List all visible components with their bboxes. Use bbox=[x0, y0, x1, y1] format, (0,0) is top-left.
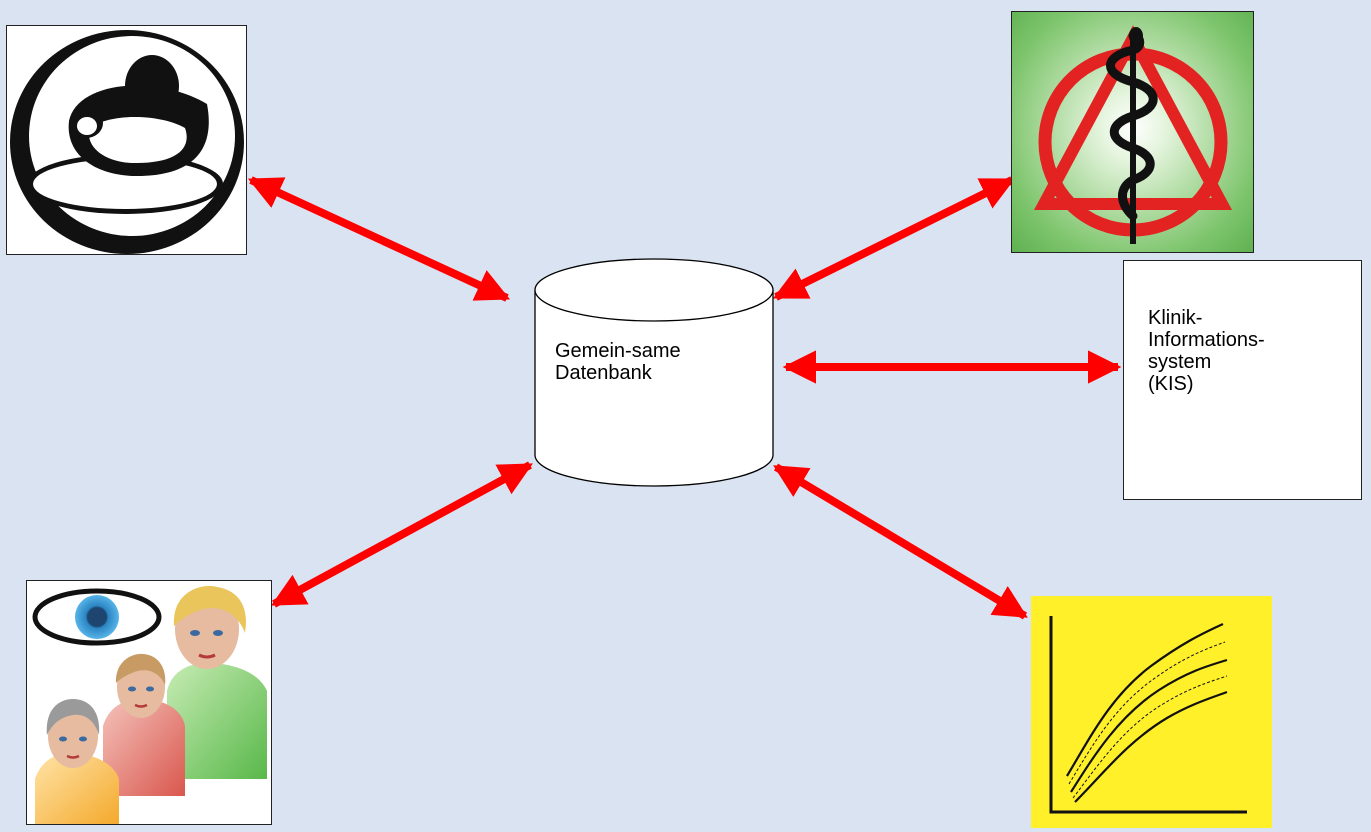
arrow-growth-database bbox=[773, 463, 1028, 620]
eye-and-people-icon bbox=[26, 580, 272, 825]
arrow-people-database bbox=[271, 461, 533, 608]
mother-child-logo-icon bbox=[6, 25, 247, 255]
kis-box: Klinik- Informations- system (KIS) bbox=[1123, 260, 1362, 500]
growth-curve-chart-icon bbox=[1031, 596, 1272, 828]
arrow-logo-database bbox=[247, 176, 511, 302]
kis-label: Klinik- Informations- system (KIS) bbox=[1148, 307, 1265, 395]
database-cylinder bbox=[534, 258, 774, 487]
aesculapius-staff-icon bbox=[1011, 11, 1254, 253]
database-label: Gemein-same Datenbank bbox=[555, 340, 681, 384]
arrow-medical-database bbox=[772, 176, 1016, 301]
